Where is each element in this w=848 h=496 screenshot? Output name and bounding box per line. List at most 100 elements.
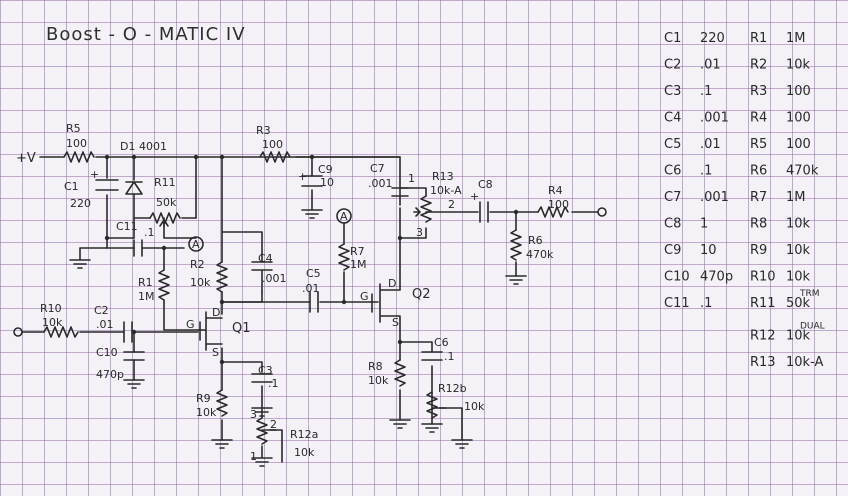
label-r13-pin3: 3 [416,226,423,239]
parts-list-res-value: 100 [786,137,811,152]
label-r12a-value: 10k [294,446,315,459]
label-r10: R10 [40,302,62,315]
label-c10: C10 [96,346,118,359]
label-c4: C4 [258,252,273,265]
resistor-r9 [216,389,228,417]
parts-list-cap-value: 470p [700,270,733,285]
resistor-r10 [43,326,79,338]
label-r1-value: 1M [138,290,155,303]
parts-list-cap-value: .01 [700,137,721,152]
parts-list-res-value: 10k-A [786,355,823,370]
label-c10-value: 470p [96,368,124,381]
label-q2-source: S [392,316,399,329]
capacitor-c1 [95,179,119,191]
parts-list-res-ref: R13 [750,355,776,370]
parts-list-cap-ref: C10 [664,270,690,285]
label-c2: C2 [94,304,109,317]
label-r10-value: 10k [42,316,63,329]
diode-d1 [125,181,143,195]
label-r6-value: 470k [526,248,554,261]
label-c2-value: .01 [96,318,114,331]
capacitor-c3 [251,373,273,383]
parts-list-res-ref: R2 [750,58,767,73]
label-r1: R1 [138,276,153,289]
parts-list-cap-ref: C3 [664,84,681,99]
parts-list-cap-value: 220 [700,31,725,46]
label-r13: R13 [432,170,454,183]
capacitor-c5 [309,291,319,313]
parts-list-note: DUAL [800,322,825,332]
parts-list-cap-value: .01 [700,58,721,73]
parts-list-res-ref: R7 [750,190,767,205]
label-r12b: R12b [438,382,467,395]
parts-list-res-ref: R3 [750,84,767,99]
parts-list-cap-ref: C11 [664,296,690,311]
parts-list-note: TRM [799,289,820,299]
parts-list-cap-value: .001 [700,190,729,205]
capacitor-c2 [123,321,133,343]
parts-list-res-value: 470k [786,164,819,179]
label-r7-value: 1M [350,258,367,271]
label-r5-value: 100 [66,137,87,150]
label-c9-value: 10 [320,176,334,189]
parts-list-res-ref: R8 [750,217,767,232]
label-c4-value: .001 [262,272,287,285]
parts-list-cap-ref: C9 [664,243,681,258]
resistor-r6 [510,229,522,261]
label-r3: R3 [256,124,271,137]
label-c8-plus: + [470,190,479,203]
parts-list-cap-value: .1 [700,296,712,311]
capacitor-c4 [251,261,273,293]
label-r12a-pin1: 1 [250,450,257,463]
label-r11: R11 [154,176,176,189]
label-r2-value: 10k [190,276,211,289]
parts-list-res-value: 50k [786,296,811,311]
resistor-r1 [158,269,170,301]
label-r9: R9 [196,392,211,405]
test-point-a-1-label: A [192,238,200,251]
parts-list-res-ref: R4 [750,111,767,126]
parts-list-res-value: 100 [786,111,811,126]
capacitor-c9 [301,175,323,187]
parts-list-cap-value: 10 [700,243,717,258]
parts-list-cap-value: .1 [700,84,712,99]
capacitor-c6 [421,351,443,361]
jfet-q2 [369,283,401,323]
label-r8-value: 10k [368,374,389,387]
parts-list-res-value: 10k [786,243,811,258]
label-r7: R7 [350,245,365,258]
label-c5: C5 [306,267,321,280]
junction-dots [104,154,519,365]
parts-list-res-ref: R9 [750,243,767,258]
label-q2-drain: D [388,277,396,290]
circuit-wires [21,156,599,463]
parts-list-res-ref: R11 [750,296,776,311]
resistor-r8 [394,359,406,387]
label-c9: C9 [318,163,333,176]
test-point-a-1 [188,236,204,252]
label-q1-gate: G [186,318,195,331]
label-q1-source: S [212,346,219,359]
parts-list-res-ref: R10 [750,270,776,285]
resistor-r2 [216,261,228,293]
parts-list-res-ref: R6 [750,164,767,179]
parts-list-res-value: 10k [786,270,811,285]
label-q1: Q1 [232,321,251,336]
label-c8: C8 [478,178,493,191]
label-r2: R2 [190,258,205,271]
label-q2: Q2 [412,287,431,302]
label-r13-value: 10k-A [430,184,462,197]
ground-symbols [69,209,527,467]
resistor-r5 [63,151,95,163]
parts-list-cap-ref: C8 [664,217,681,232]
label-c1-value: 220 [70,197,91,210]
output-jack [597,207,607,217]
label-c7-value: .001 [368,177,393,190]
label-r12b-value: 10k [464,400,485,413]
component-labels: +V R5 100 D1 4001 R3 100 C1 + 220 R11 50… [16,122,569,463]
label-r12a-pin2: 2 [270,418,277,431]
capacitor-c8 [479,201,489,223]
parts-list-res-value: 10k [786,58,811,73]
